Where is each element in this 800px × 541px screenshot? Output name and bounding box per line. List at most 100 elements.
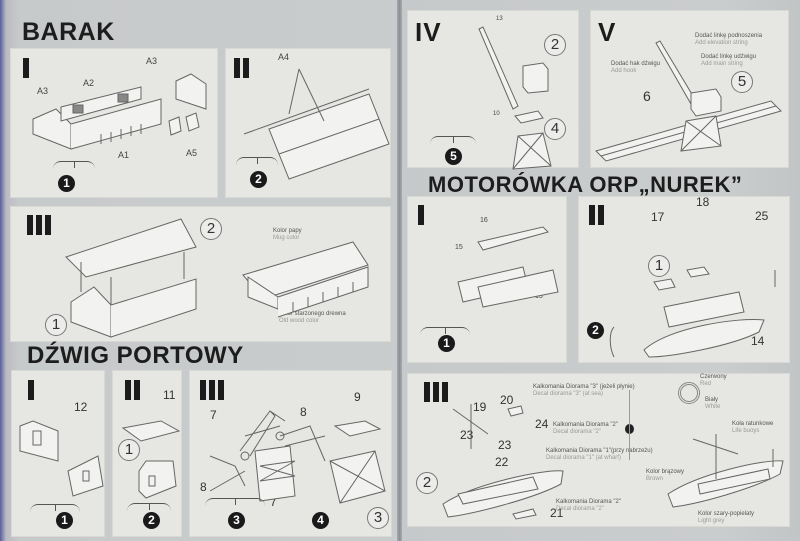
step-badge: 3 xyxy=(228,512,245,529)
decal-note: Kalkomania Diorama "2"Decal diorama "2" xyxy=(556,499,621,513)
part-label: 20 xyxy=(500,393,514,407)
part-label: 11 xyxy=(163,388,176,402)
step-roman-numeral xyxy=(234,58,252,84)
part-label: 15 xyxy=(535,293,543,300)
step-roman-numeral xyxy=(27,215,54,241)
part-label: 23 xyxy=(460,428,474,442)
barak-panel-1: A3 A2 A3 A1 A5 1 xyxy=(10,48,218,198)
part-label: A4 xyxy=(278,52,290,62)
barracks-finished-drawing xyxy=(242,241,369,318)
callout-circle: 2 xyxy=(200,218,222,240)
step-roman-numeral xyxy=(589,205,607,231)
step-roman-numeral xyxy=(125,380,143,406)
part-label: 13 xyxy=(496,16,503,22)
part-label: 19 xyxy=(473,400,487,414)
crane-panel-4: IV 13 10 2 4 5 xyxy=(407,10,579,170)
crane-cabin-roof-drawing xyxy=(121,420,181,499)
crane-panel-2: 11 1 2 xyxy=(112,370,182,537)
step-badge: 1 xyxy=(56,512,73,529)
step-badge: 1 xyxy=(438,335,455,352)
part-label: 16 xyxy=(480,217,488,224)
callout-circle: 2 xyxy=(416,472,438,494)
life-buoy-icon xyxy=(678,382,700,404)
crane-panel-3: 7 8 8 7 9 3 3 4 xyxy=(189,370,392,537)
step-roman-numeral xyxy=(418,205,427,231)
part-label: A2 xyxy=(83,78,95,88)
section-title-dzwig-portowy: DŹWIG PORTOWY xyxy=(27,342,244,369)
part-label: 10 xyxy=(493,111,500,117)
crane-on-rails-drawing xyxy=(595,40,782,162)
crane-panel-1: 12 1 xyxy=(11,370,105,537)
part-label: 24 xyxy=(535,417,549,431)
section-title-motorowka: MOTORÓWKA ORP„NUREK” xyxy=(428,172,743,197)
decal-note: Kalkomania Diorama "1"(przy nabrzeżu)Dec… xyxy=(546,448,653,462)
part-label: 8 xyxy=(300,405,307,419)
step-badge: 2 xyxy=(250,171,267,188)
callout-circle: 1 xyxy=(648,255,670,277)
boat-panel-2: 18 17 25 14 1 2 xyxy=(578,196,790,363)
boat-detail-assembly-drawing xyxy=(442,404,564,520)
barracks-walls-drawing xyxy=(32,73,207,150)
barak-panel-2: A4 2 xyxy=(225,48,391,198)
part-label: 14 xyxy=(751,334,765,348)
barracks-assembly-drawing xyxy=(65,218,197,338)
part-label: A3 xyxy=(146,56,158,66)
booklet-spine xyxy=(397,0,402,541)
part-label: 7 xyxy=(270,495,277,509)
boat-hull-assembly-drawing xyxy=(609,266,776,358)
part-label: 8 xyxy=(200,480,207,494)
step-brace xyxy=(420,327,470,336)
boat-panel-1: 16 15 15 1 xyxy=(407,196,567,363)
part-label: 22 xyxy=(495,455,509,469)
step-brace xyxy=(53,161,95,170)
callout-circle: 2 xyxy=(544,34,566,56)
step-brace xyxy=(205,498,265,507)
part-label: 6 xyxy=(643,88,651,104)
step-roman-numeral xyxy=(200,380,227,406)
part-label: 23 xyxy=(498,438,512,452)
step-roman-numeral xyxy=(424,382,451,408)
crane-cabin-walls-drawing xyxy=(19,420,104,497)
step-brace xyxy=(127,503,171,512)
step-badge: 5 xyxy=(445,148,462,165)
callout-circle: 1 xyxy=(118,439,140,461)
leader-line xyxy=(629,390,630,460)
step-badge: 2 xyxy=(587,322,604,339)
section-title-barak: BARAK xyxy=(22,18,115,46)
part-label: A3 xyxy=(37,86,49,96)
callout-circle: 3 xyxy=(367,507,389,529)
part-label: 7 xyxy=(210,408,217,422)
step-roman-numeral: V xyxy=(598,17,617,47)
callout-circle: 5 xyxy=(731,71,753,93)
part-label: 15 xyxy=(455,244,463,251)
step-roman-numeral xyxy=(23,58,32,84)
step-brace xyxy=(430,136,476,145)
part-label: 18 xyxy=(696,195,710,209)
barracks-roof-drawing xyxy=(243,68,390,180)
part-label: 21 xyxy=(550,506,564,520)
step-roman-numeral xyxy=(28,380,37,406)
decal-note: Kalkomania Diorama "3" (jeżeli płynie)De… xyxy=(533,384,635,398)
step-roman-numeral: IV xyxy=(415,17,442,47)
crane-gantry-drawing xyxy=(209,410,386,504)
step-badge: 1 xyxy=(58,175,75,192)
step-brace xyxy=(236,157,278,166)
part-label: A1 xyxy=(118,150,130,160)
decal-note: Kalkomania Diorama "2"Decal diorama "2" xyxy=(553,422,618,436)
part-label: 25 xyxy=(755,209,769,223)
step-brace xyxy=(30,504,80,513)
crane-boom-drawing xyxy=(478,26,552,170)
callout-circle: 1 xyxy=(45,314,67,336)
boat-finished-drawing xyxy=(667,434,784,508)
step-badge: 4 xyxy=(312,512,329,529)
